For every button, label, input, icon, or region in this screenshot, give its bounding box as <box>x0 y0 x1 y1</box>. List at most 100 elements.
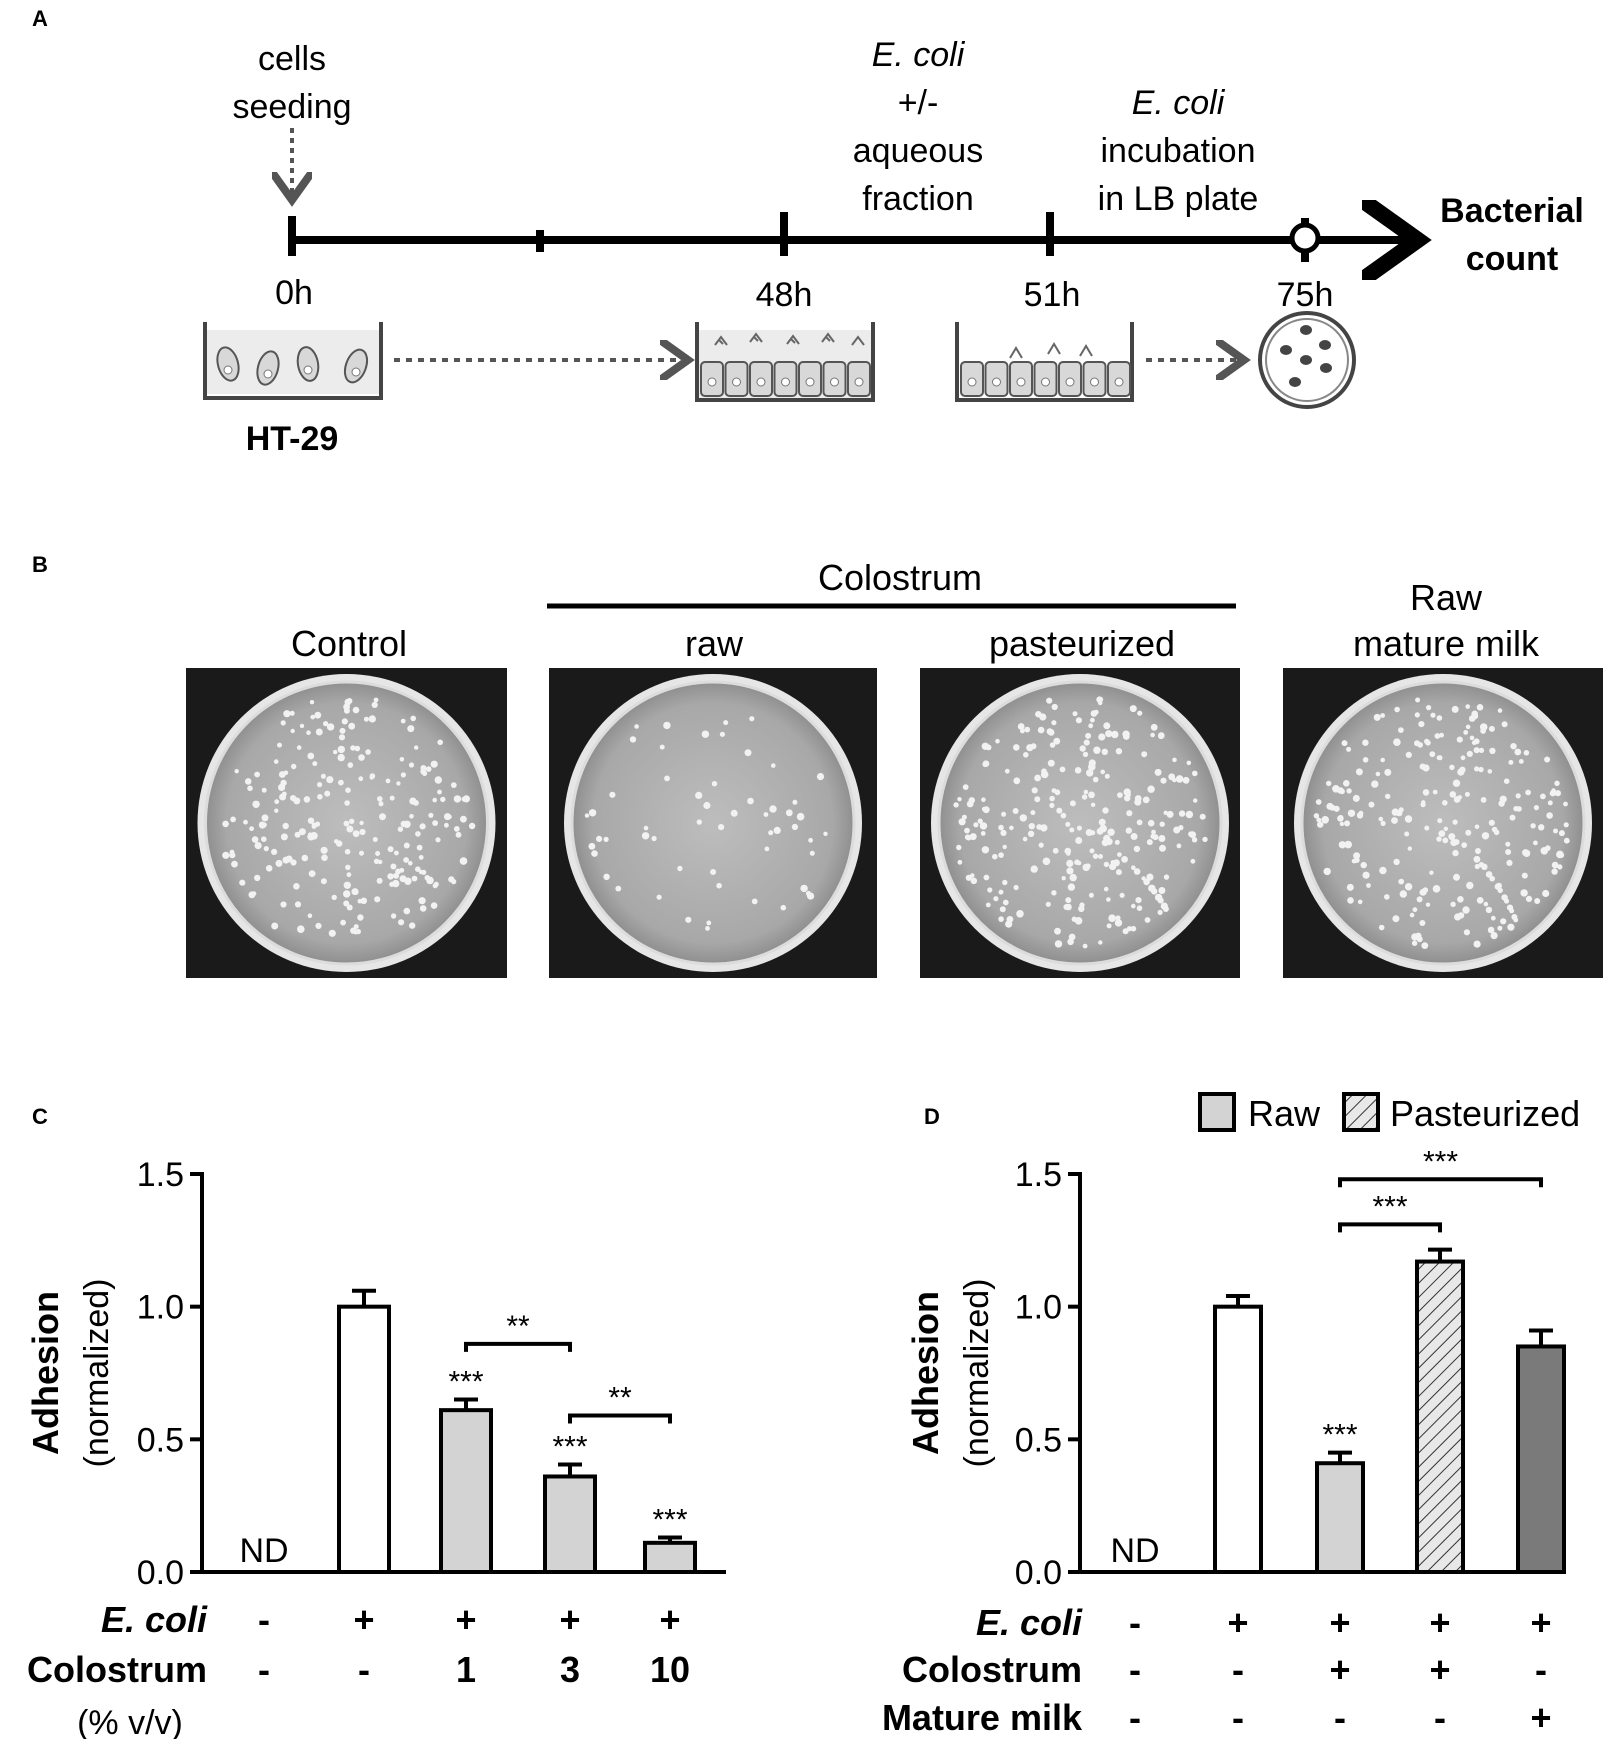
colony <box>1516 806 1522 812</box>
condition-value: + <box>559 1599 580 1640</box>
colony <box>430 902 438 909</box>
colony <box>1420 802 1426 808</box>
colony <box>1135 897 1142 904</box>
colony <box>629 736 637 743</box>
bar <box>1415 1259 1465 1575</box>
colony <box>222 820 229 828</box>
cell-line-label: HT-29 <box>246 420 339 458</box>
colony <box>1052 847 1059 854</box>
colony <box>1501 721 1508 728</box>
colony <box>1463 730 1469 735</box>
colony <box>359 820 364 826</box>
colostrum-group-label: Colostrum <box>818 557 982 598</box>
colony <box>1082 943 1088 949</box>
colony <box>1130 925 1137 932</box>
colony <box>333 749 338 755</box>
colony <box>283 710 291 718</box>
condition-row-label: E. coli <box>976 1602 1083 1643</box>
petri-dish-illustration <box>1258 311 1356 409</box>
colony <box>1506 859 1513 867</box>
colony <box>1391 808 1400 816</box>
colony <box>440 796 446 803</box>
colony <box>1069 873 1077 882</box>
colony <box>1422 764 1430 772</box>
colony <box>1362 757 1369 763</box>
colony <box>1505 841 1511 847</box>
colony <box>791 823 799 831</box>
colony <box>1088 892 1094 898</box>
colony <box>1065 903 1072 911</box>
colony <box>344 800 350 806</box>
colony <box>1102 807 1109 814</box>
colony <box>400 718 406 724</box>
colony <box>993 896 999 902</box>
colony <box>1081 794 1088 800</box>
colony <box>303 796 311 803</box>
colony <box>1488 819 1495 826</box>
panel-label-c: C <box>32 1104 48 1129</box>
colony <box>1053 737 1061 745</box>
colony <box>705 926 710 931</box>
colony <box>1473 940 1481 948</box>
colony <box>229 849 235 855</box>
colony <box>343 881 351 889</box>
colony <box>957 859 963 865</box>
cell-nucleus <box>854 377 864 387</box>
colony <box>677 865 683 872</box>
condition-value: - <box>358 1649 370 1690</box>
colony <box>1563 822 1569 828</box>
colony <box>403 907 411 915</box>
colony <box>1002 844 1007 850</box>
colony <box>1101 748 1109 755</box>
colony <box>410 715 417 722</box>
colony <box>1453 873 1460 881</box>
colony <box>1159 821 1165 827</box>
colony <box>1013 777 1021 785</box>
colony <box>338 734 346 741</box>
cell-nucleus <box>1041 377 1050 387</box>
colony <box>1012 808 1019 814</box>
colony <box>1473 747 1480 754</box>
colony <box>969 833 977 841</box>
colony <box>1366 883 1371 888</box>
colony <box>998 824 1004 831</box>
colony <box>1380 757 1385 763</box>
colony <box>1355 768 1363 776</box>
bar <box>643 1540 697 1575</box>
colony <box>1553 828 1558 834</box>
colony <box>1449 764 1455 770</box>
colony <box>1030 865 1038 873</box>
colony <box>695 791 703 800</box>
colony <box>1090 717 1095 723</box>
colony <box>1159 844 1166 852</box>
colony <box>254 771 260 778</box>
colony <box>308 870 316 877</box>
colony <box>309 700 315 705</box>
colony <box>1115 869 1122 876</box>
colony <box>1475 848 1481 854</box>
colony <box>416 844 423 851</box>
bar <box>1315 1461 1365 1575</box>
condition-value: - <box>258 1649 270 1690</box>
colony <box>1045 901 1051 907</box>
colony <box>277 742 282 748</box>
colony <box>603 873 610 880</box>
colony <box>365 749 371 755</box>
colony <box>349 818 355 824</box>
colony <box>1121 856 1128 863</box>
condition-value: 3 <box>560 1649 580 1690</box>
colony <box>254 842 262 850</box>
colony <box>1193 798 1198 803</box>
colony <box>310 714 316 720</box>
colony <box>1151 829 1156 835</box>
colony <box>981 797 986 802</box>
colony <box>1415 697 1421 703</box>
y-tick-label: 0.0 <box>1015 1554 1062 1592</box>
colony <box>1351 858 1357 864</box>
colony <box>343 820 350 827</box>
condition-value: + <box>1329 1602 1350 1643</box>
colony <box>663 721 671 730</box>
colony <box>1465 829 1472 836</box>
colony <box>1414 740 1420 747</box>
colony <box>1469 735 1475 741</box>
